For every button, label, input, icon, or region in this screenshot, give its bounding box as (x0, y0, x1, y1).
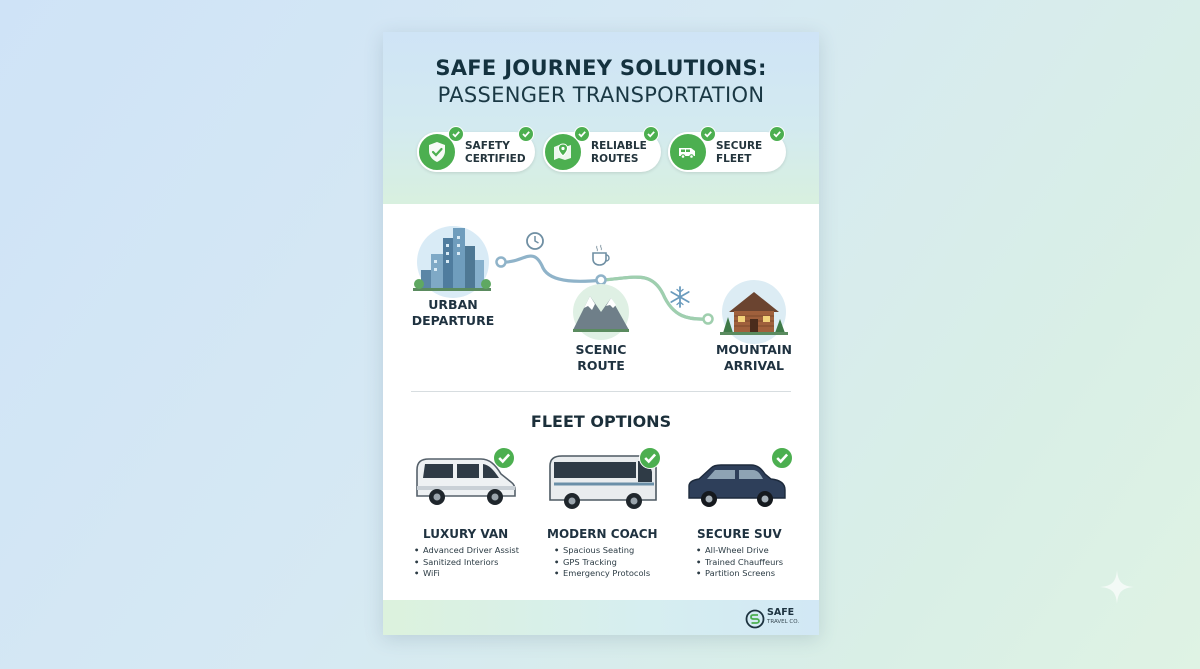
list-item: All-Wheel Drive (696, 545, 783, 557)
logo-text: SAFE (767, 607, 795, 618)
cabin-icon (720, 280, 788, 344)
poster-title: SAFE JOURNEY SOLUTIONS: (435, 56, 767, 80)
list-item: Sanitized Interiors (414, 557, 519, 569)
clock-icon (526, 232, 544, 250)
feature-list-secure-suv: All-Wheel Drive Trained Chauffeurs Parti… (696, 545, 783, 580)
stop-label-line1: MOUNTAIN (715, 342, 793, 357)
feature-list-luxury-van: Advanced Driver Assist Sanitized Interio… (414, 545, 519, 580)
city-skyline-icon (413, 226, 491, 298)
list-item: Spacious Seating (554, 545, 650, 557)
poster-footer: SAFE TRAVEL CO. (383, 600, 819, 635)
check-icon (769, 126, 785, 142)
route-node (702, 313, 714, 325)
list-item: Trained Chauffeurs (696, 557, 783, 569)
check-icon (771, 447, 793, 469)
check-icon (493, 447, 515, 469)
fleet-title: FLEET OPTIONS (530, 412, 672, 431)
stop-label-line1: URBAN (428, 297, 478, 312)
map-pin-icon (543, 132, 583, 172)
list-item: WiFi (414, 568, 519, 580)
vehicle-name-modern-coach: MODERN COACH (547, 527, 658, 541)
list-item: GPS Tracking (554, 557, 650, 569)
bus-icon (549, 455, 657, 509)
list-item: Advanced Driver Assist (414, 545, 519, 557)
vehicle-name-luxury-van: LUXURY VAN (423, 527, 509, 541)
logo-icon (745, 609, 765, 629)
badge-label-line2: CERTIFIED (465, 153, 526, 165)
mountain-icon (573, 284, 629, 340)
check-icon (639, 447, 661, 469)
shield-check-icon (417, 132, 457, 172)
snowflake-icon (670, 286, 690, 308)
list-item: Emergency Protocols (554, 568, 650, 580)
list-item: Partition Screens (696, 568, 783, 580)
badge-label-line2: FLEET (716, 153, 752, 165)
stop-label-line2: ARRIVAL (723, 358, 785, 373)
check-icon (700, 126, 716, 142)
check-icon (518, 126, 534, 142)
sparkle-icon (1100, 570, 1134, 604)
route-map (413, 226, 788, 344)
poster-subtitle: PASSENGER TRANSPORTATION (437, 83, 765, 107)
badge-label-line1: SECURE (716, 140, 763, 152)
stop-label-line1: SCENIC (575, 342, 627, 357)
van-icon (416, 458, 516, 505)
logo-subtext: TRAVEL CO. (767, 619, 800, 625)
route-node (595, 274, 607, 286)
stop-label-line2: DEPARTURE (411, 313, 495, 328)
infographic-poster: SAFE JOURNEY SOLUTIONS: PASSENGER TRANSP… (383, 32, 819, 635)
section-divider (411, 391, 791, 392)
coffee-cup-icon (592, 244, 610, 266)
check-icon (643, 126, 659, 142)
badge-label-line1: RELIABLE (591, 140, 647, 152)
feature-list-modern-coach: Spacious Seating GPS Tracking Emergency … (554, 545, 650, 580)
badge-label-line2: ROUTES (591, 153, 639, 165)
poster-header: SAFE JOURNEY SOLUTIONS: PASSENGER TRANSP… (383, 32, 819, 204)
check-icon (448, 126, 464, 142)
badge-label-line1: SAFETY (465, 140, 510, 152)
suv-icon (688, 464, 786, 507)
stop-label-line2: ROUTE (577, 358, 625, 373)
check-icon (574, 126, 590, 142)
route-node (495, 256, 507, 268)
vehicle-name-secure-suv: SECURE SUV (697, 527, 782, 541)
